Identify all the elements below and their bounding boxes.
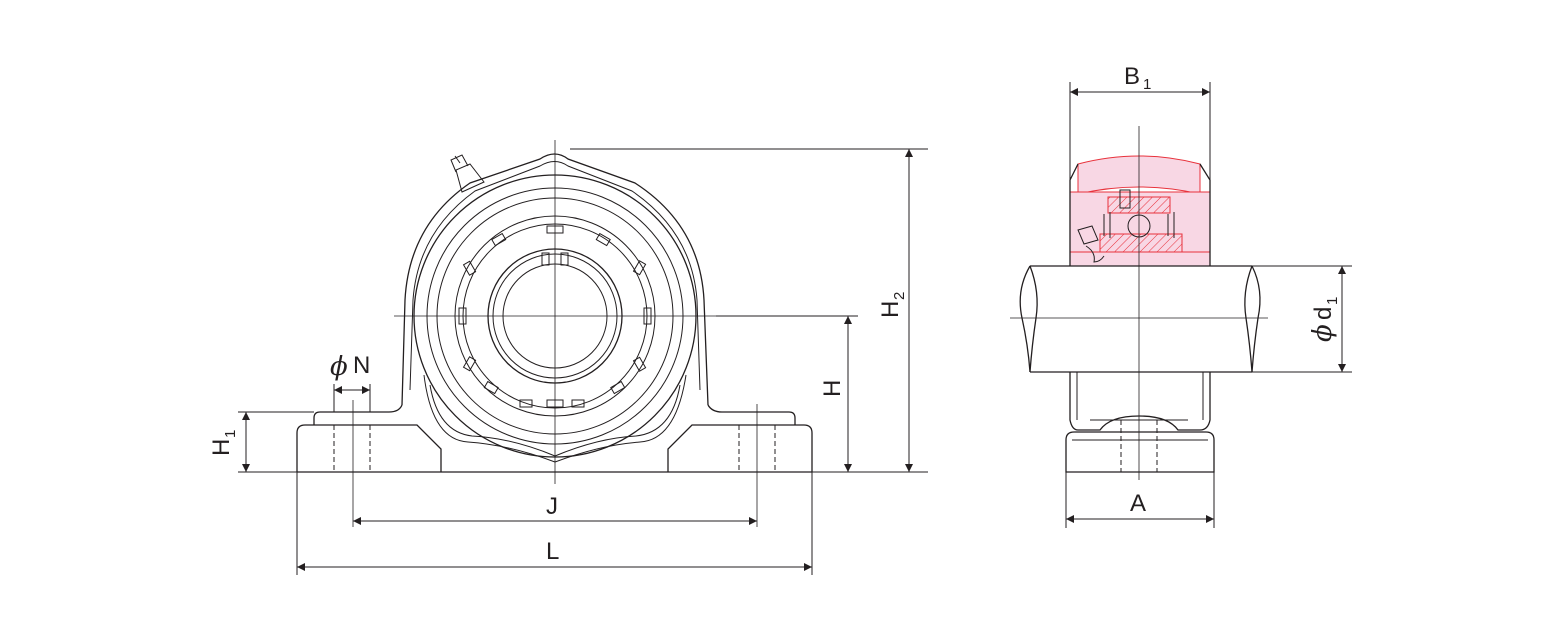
base-outline [296, 424, 442, 472]
phiN-symbol: ϕ [330, 352, 348, 382]
H2-label: H [877, 301, 904, 318]
H2-subscript: 2 [891, 292, 908, 300]
grease-nipple-icon [450, 154, 485, 193]
J-label: J [546, 493, 558, 520]
shaft [1030, 265, 1252, 373]
phid1-subscript: 1 [1324, 297, 1341, 305]
side-view: B 1 A ϕ d 1 [1010, 63, 1352, 528]
H1-subscript: 1 [222, 430, 239, 438]
phiN-label: N [353, 352, 370, 379]
A-label: A [1130, 490, 1146, 517]
L-label: L [546, 538, 559, 565]
H-label: H [819, 380, 846, 397]
front-view: ϕ N H 1 H H 2 J L [208, 140, 928, 575]
H1-label: H [208, 439, 235, 456]
phid1-label: d [1310, 307, 1337, 320]
B1-label: B [1124, 63, 1140, 90]
phid1-symbol: ϕ [1308, 324, 1338, 342]
housing-outer [401, 153, 709, 406]
B1-subscript: 1 [1143, 76, 1151, 93]
